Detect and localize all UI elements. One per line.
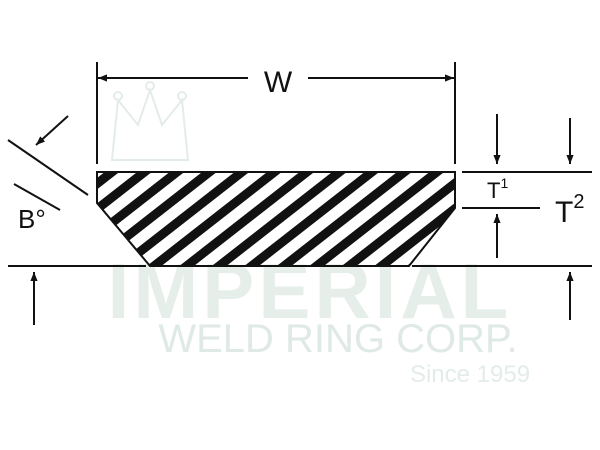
extension-lines — [8, 62, 592, 267]
crown-watermark-icon — [110, 81, 190, 161]
watermark-since: Since 1959 — [410, 361, 530, 388]
watermark-company: WELD RING CORP. — [158, 317, 517, 361]
t1-label: T1 — [487, 175, 508, 203]
width-label: W — [264, 66, 293, 99]
bevel-dimension — [7, 115, 89, 211]
ring-cross-section — [96, 171, 456, 267]
bevel-label: B° — [18, 204, 46, 234]
t2-label: T2 — [555, 191, 584, 229]
